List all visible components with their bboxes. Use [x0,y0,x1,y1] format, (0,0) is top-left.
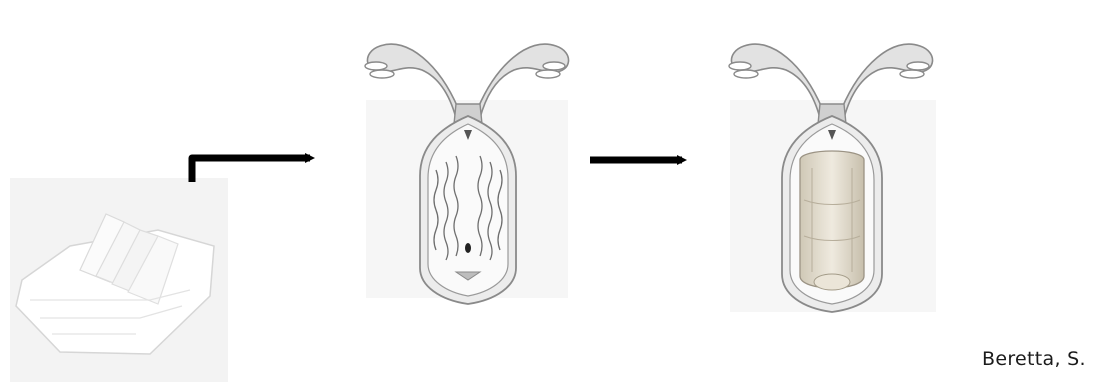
uterus-empty [365,44,569,304]
uterus-packed [729,44,933,312]
elbow-arrow [192,158,310,182]
author-credit: Beretta, S. [982,348,1086,370]
gauze-pad [16,214,214,354]
